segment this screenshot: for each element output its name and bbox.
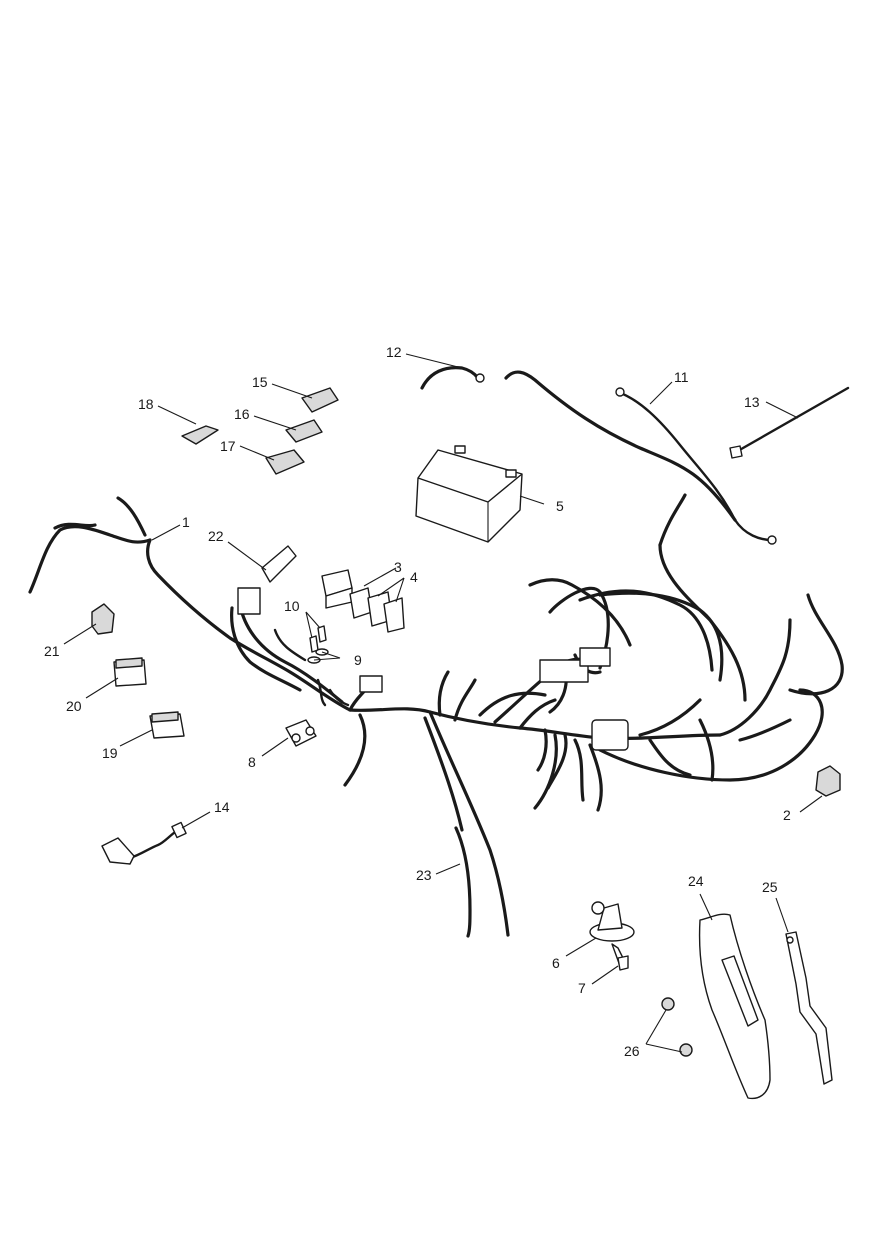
callout-17: 17	[220, 438, 236, 454]
fuse-16	[285, 419, 323, 443]
fuse-15	[301, 387, 339, 413]
callout-16: 16	[234, 406, 250, 422]
cable-tie-13	[729, 386, 850, 459]
harness-connector	[359, 675, 383, 693]
fuse-17	[265, 449, 305, 475]
callout-7: 7	[578, 980, 586, 996]
washers-9	[307, 648, 329, 664]
callout-13: 13	[744, 394, 760, 410]
callout-5: 5	[556, 498, 564, 514]
sensor-lead-14	[101, 821, 187, 865]
leader-lines	[63, 353, 823, 1053]
callout-22: 22	[208, 528, 224, 544]
connector-housing-19	[149, 711, 185, 739]
callout-18: 18	[138, 396, 154, 412]
callout-21: 21	[44, 643, 60, 659]
callout-11: 11	[674, 369, 689, 385]
screws-10	[309, 625, 327, 653]
bracket-25	[785, 931, 833, 1085]
horn-sensor-6	[589, 901, 635, 942]
grommets-26	[661, 997, 693, 1057]
callout-25: 25	[762, 879, 778, 895]
callout-2: 2	[783, 807, 791, 823]
callout-12: 12	[386, 344, 402, 360]
callout-23: 23	[416, 867, 432, 883]
connector-cover-2	[815, 765, 841, 797]
harness-junction-sleeve	[591, 719, 629, 751]
bolt-7	[611, 943, 629, 971]
harness-connector	[237, 587, 261, 615]
relay-3	[321, 569, 353, 609]
relays-4	[349, 587, 405, 633]
callout-8: 8	[248, 754, 256, 770]
connector-8	[285, 719, 317, 747]
cable-12	[420, 366, 485, 390]
connector-cover-21	[91, 603, 115, 635]
callout-19: 19	[102, 745, 118, 761]
callout-10: 10	[284, 598, 300, 614]
cover-panel-24	[698, 913, 771, 1100]
main-wiring-harness	[28, 493, 844, 937]
callout-4: 4	[410, 569, 418, 585]
harness-connector	[579, 647, 611, 667]
connector-22	[261, 545, 297, 583]
fuse-18	[181, 425, 219, 445]
callout-26: 26	[624, 1043, 640, 1059]
cable-23	[454, 826, 472, 938]
callout-1: 1	[182, 514, 190, 530]
callout-6: 6	[552, 955, 560, 971]
cable-11	[504, 370, 777, 545]
callout-24: 24	[688, 873, 704, 889]
callout-14: 14	[214, 799, 230, 815]
harness-connector-block	[539, 659, 589, 683]
callout-9: 9	[354, 652, 362, 668]
callout-20: 20	[66, 698, 82, 714]
connector-housing-20	[113, 657, 147, 687]
electrical-box-5	[415, 445, 523, 543]
callout-15: 15	[252, 374, 268, 390]
callout-3: 3	[394, 559, 402, 575]
callout-labels: 1 2 3 4 5 6 7 8 9 10 11 12 13 14 15 16 1…	[44, 344, 791, 1059]
